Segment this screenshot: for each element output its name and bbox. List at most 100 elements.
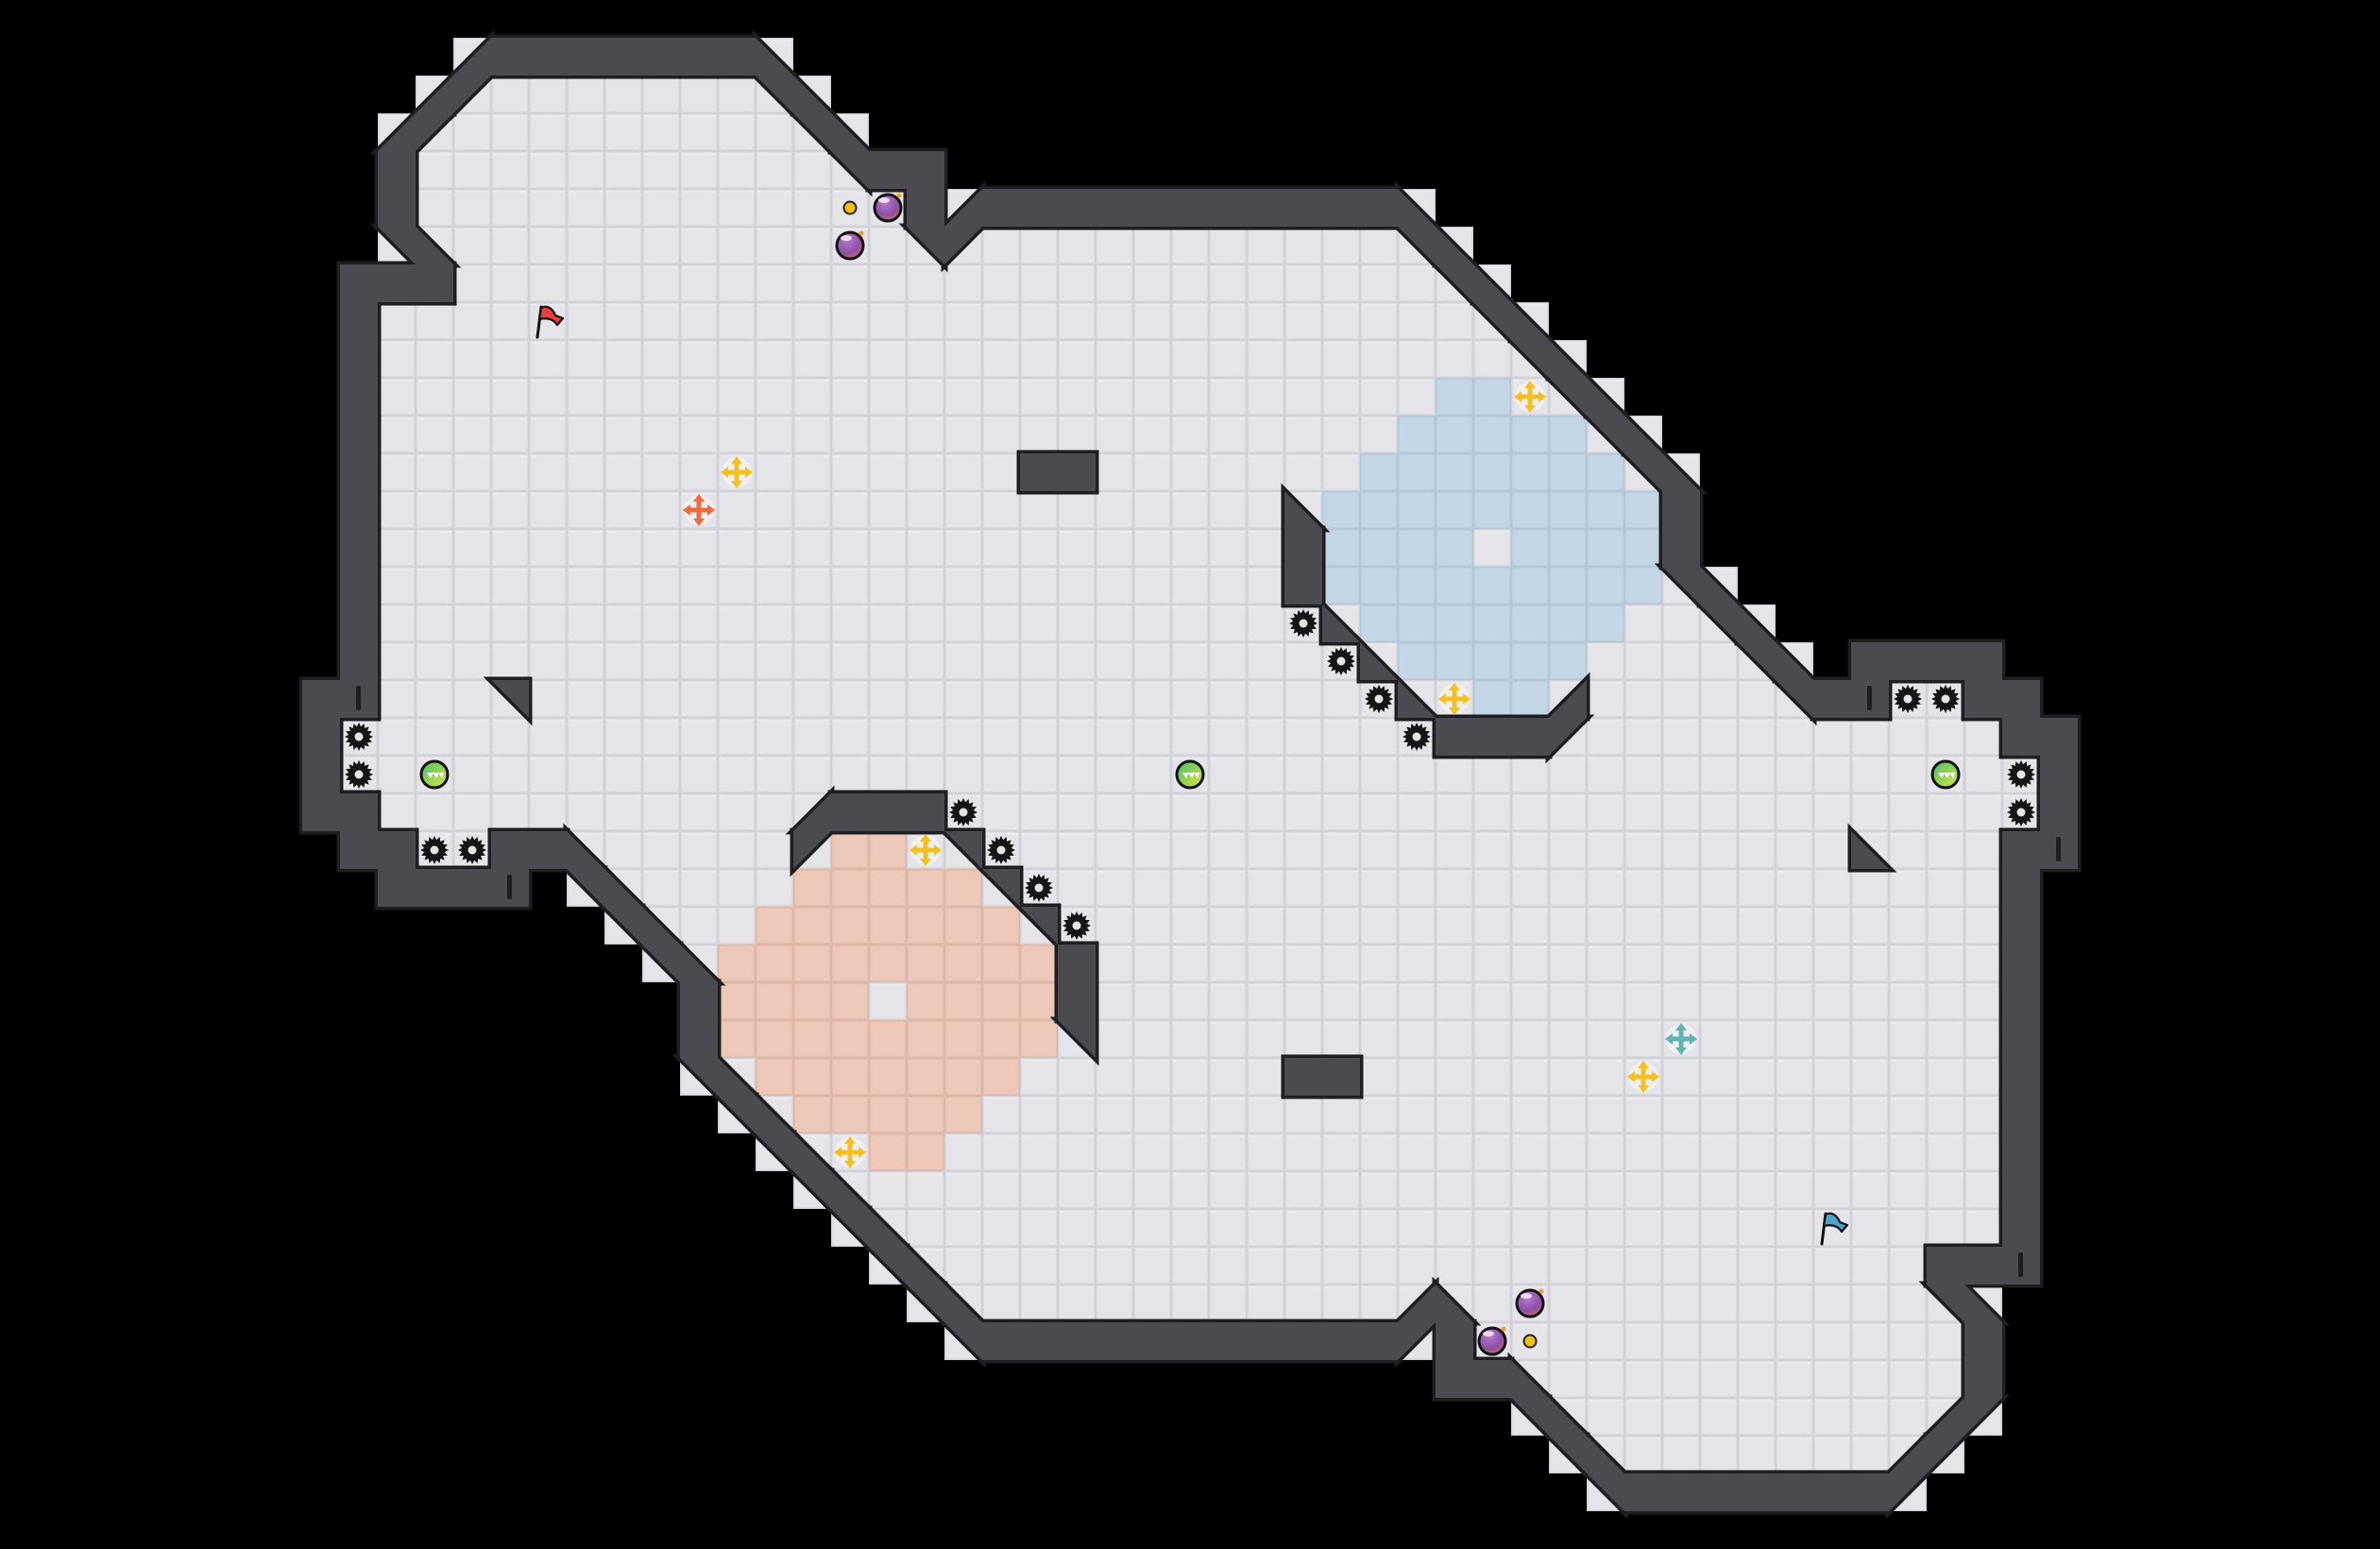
floor-tile [1738,680,1776,718]
floor-tile [907,453,944,491]
floor-tile [1058,756,1096,793]
spike-icon [1365,685,1393,713]
floor-tile [1096,340,1133,378]
spike-icon [345,723,373,751]
floor-tile [1171,302,1209,340]
floor-tile [1776,718,1813,756]
floor-tile [1738,1020,1776,1058]
floor-tile [1776,1360,1813,1398]
floor-tile [416,453,453,491]
floor-tile [1360,416,1398,453]
floor-tile [1360,1171,1398,1209]
red-team-tile [944,869,982,907]
diagonal-wall-tile [680,1058,718,1096]
wall-tile [1360,1322,1398,1360]
floor-tile [831,718,869,756]
floor-tile [1209,982,1247,1020]
floor-tile [944,1247,982,1285]
boost-icon [1627,1061,1659,1093]
bomb-icon [1477,1326,1507,1356]
floor-tile [1284,680,1322,718]
boost-arrowhead [1538,391,1546,402]
floor-tile [604,264,642,302]
boost-arrowhead [731,481,742,488]
floor-tile [1058,378,1096,416]
floor-tile [1058,1247,1096,1285]
red-team-tile [907,982,944,1020]
floor-tile [1247,1171,1284,1209]
boost-arrowhead [1524,381,1536,388]
floor-tile [1889,1020,1927,1058]
red-team-tile [982,1020,1020,1058]
floor-tile [1549,869,1587,907]
bomb-icon [835,230,865,261]
spike-hole [354,770,364,779]
wall-tile [302,680,340,718]
wall-layer [302,38,2078,1511]
bomb-fuse [1538,1288,1544,1294]
floor-tile [680,302,718,340]
floor-tile [1133,907,1171,945]
diagonal-wall-tile [756,76,793,113]
floor-tile [756,453,793,491]
wall-tile [378,151,416,189]
floor-tile [604,227,642,264]
floor-tile [1549,1171,1587,1209]
floor-tile [1662,1171,1700,1209]
floor-tile [756,642,793,680]
floor-tile [1473,756,1511,793]
floor-tile [642,302,680,340]
floor-tile [1398,340,1436,378]
floor-tile [982,529,1020,567]
wall-tile [340,604,378,642]
floor-tile [982,378,1020,416]
red-team-tile [982,1058,1020,1096]
diagonal-wall-tile [793,1133,831,1171]
floor-tile [1511,869,1549,907]
floor-tile [1209,945,1247,982]
floor-tile [1096,1171,1133,1209]
floor-tile [1171,831,1209,869]
bomb-fuse [1501,1326,1506,1332]
floor-tile [491,793,529,831]
floor-tile [1436,1171,1473,1209]
floor-tile [1813,907,1851,945]
diagonal-wall-tile [1398,227,1436,264]
floor-tile [869,642,907,680]
floor-tile [491,491,529,529]
floor-tile [642,113,680,151]
floor-tile [756,378,793,416]
diagonal-wall-tile [1436,227,1473,264]
floor-tile [1587,1020,1624,1058]
floor-tile [1436,302,1473,340]
floor-tile [1398,945,1436,982]
floor-tile [1964,1096,2002,1133]
floor-tile [1587,680,1624,718]
diagonal-wall-tile [907,1247,944,1285]
diagonal-wall-tile [1058,1020,1096,1058]
diagonal-wall-tile [718,1096,756,1133]
floor-tile [982,567,1020,604]
floor-tile [1284,1209,1322,1247]
blue-team-tile [1398,416,1436,453]
floor-tile [756,756,793,793]
floor-tile [1398,756,1436,793]
floor-tile [567,416,604,453]
floor-tile [604,604,642,642]
diagonal-wall-tile [416,113,453,151]
floor-tile [1322,907,1360,945]
blue-team-tile [1473,680,1511,718]
diagonal-wall-tile [604,869,642,907]
powerup-mark [1938,773,1955,778]
spike-icon [2007,760,2035,789]
floor-tile [453,680,491,718]
floor-tile [1398,907,1436,945]
floor-tile [1322,1171,1360,1209]
wall-tile [869,793,907,831]
floor-tile [718,831,756,869]
diagonal-wall-tile [378,113,416,151]
floor-tile [1360,1096,1398,1133]
blue-team-tile [1398,642,1436,680]
floor-tile [1511,1133,1549,1171]
floor-tile [982,642,1020,680]
